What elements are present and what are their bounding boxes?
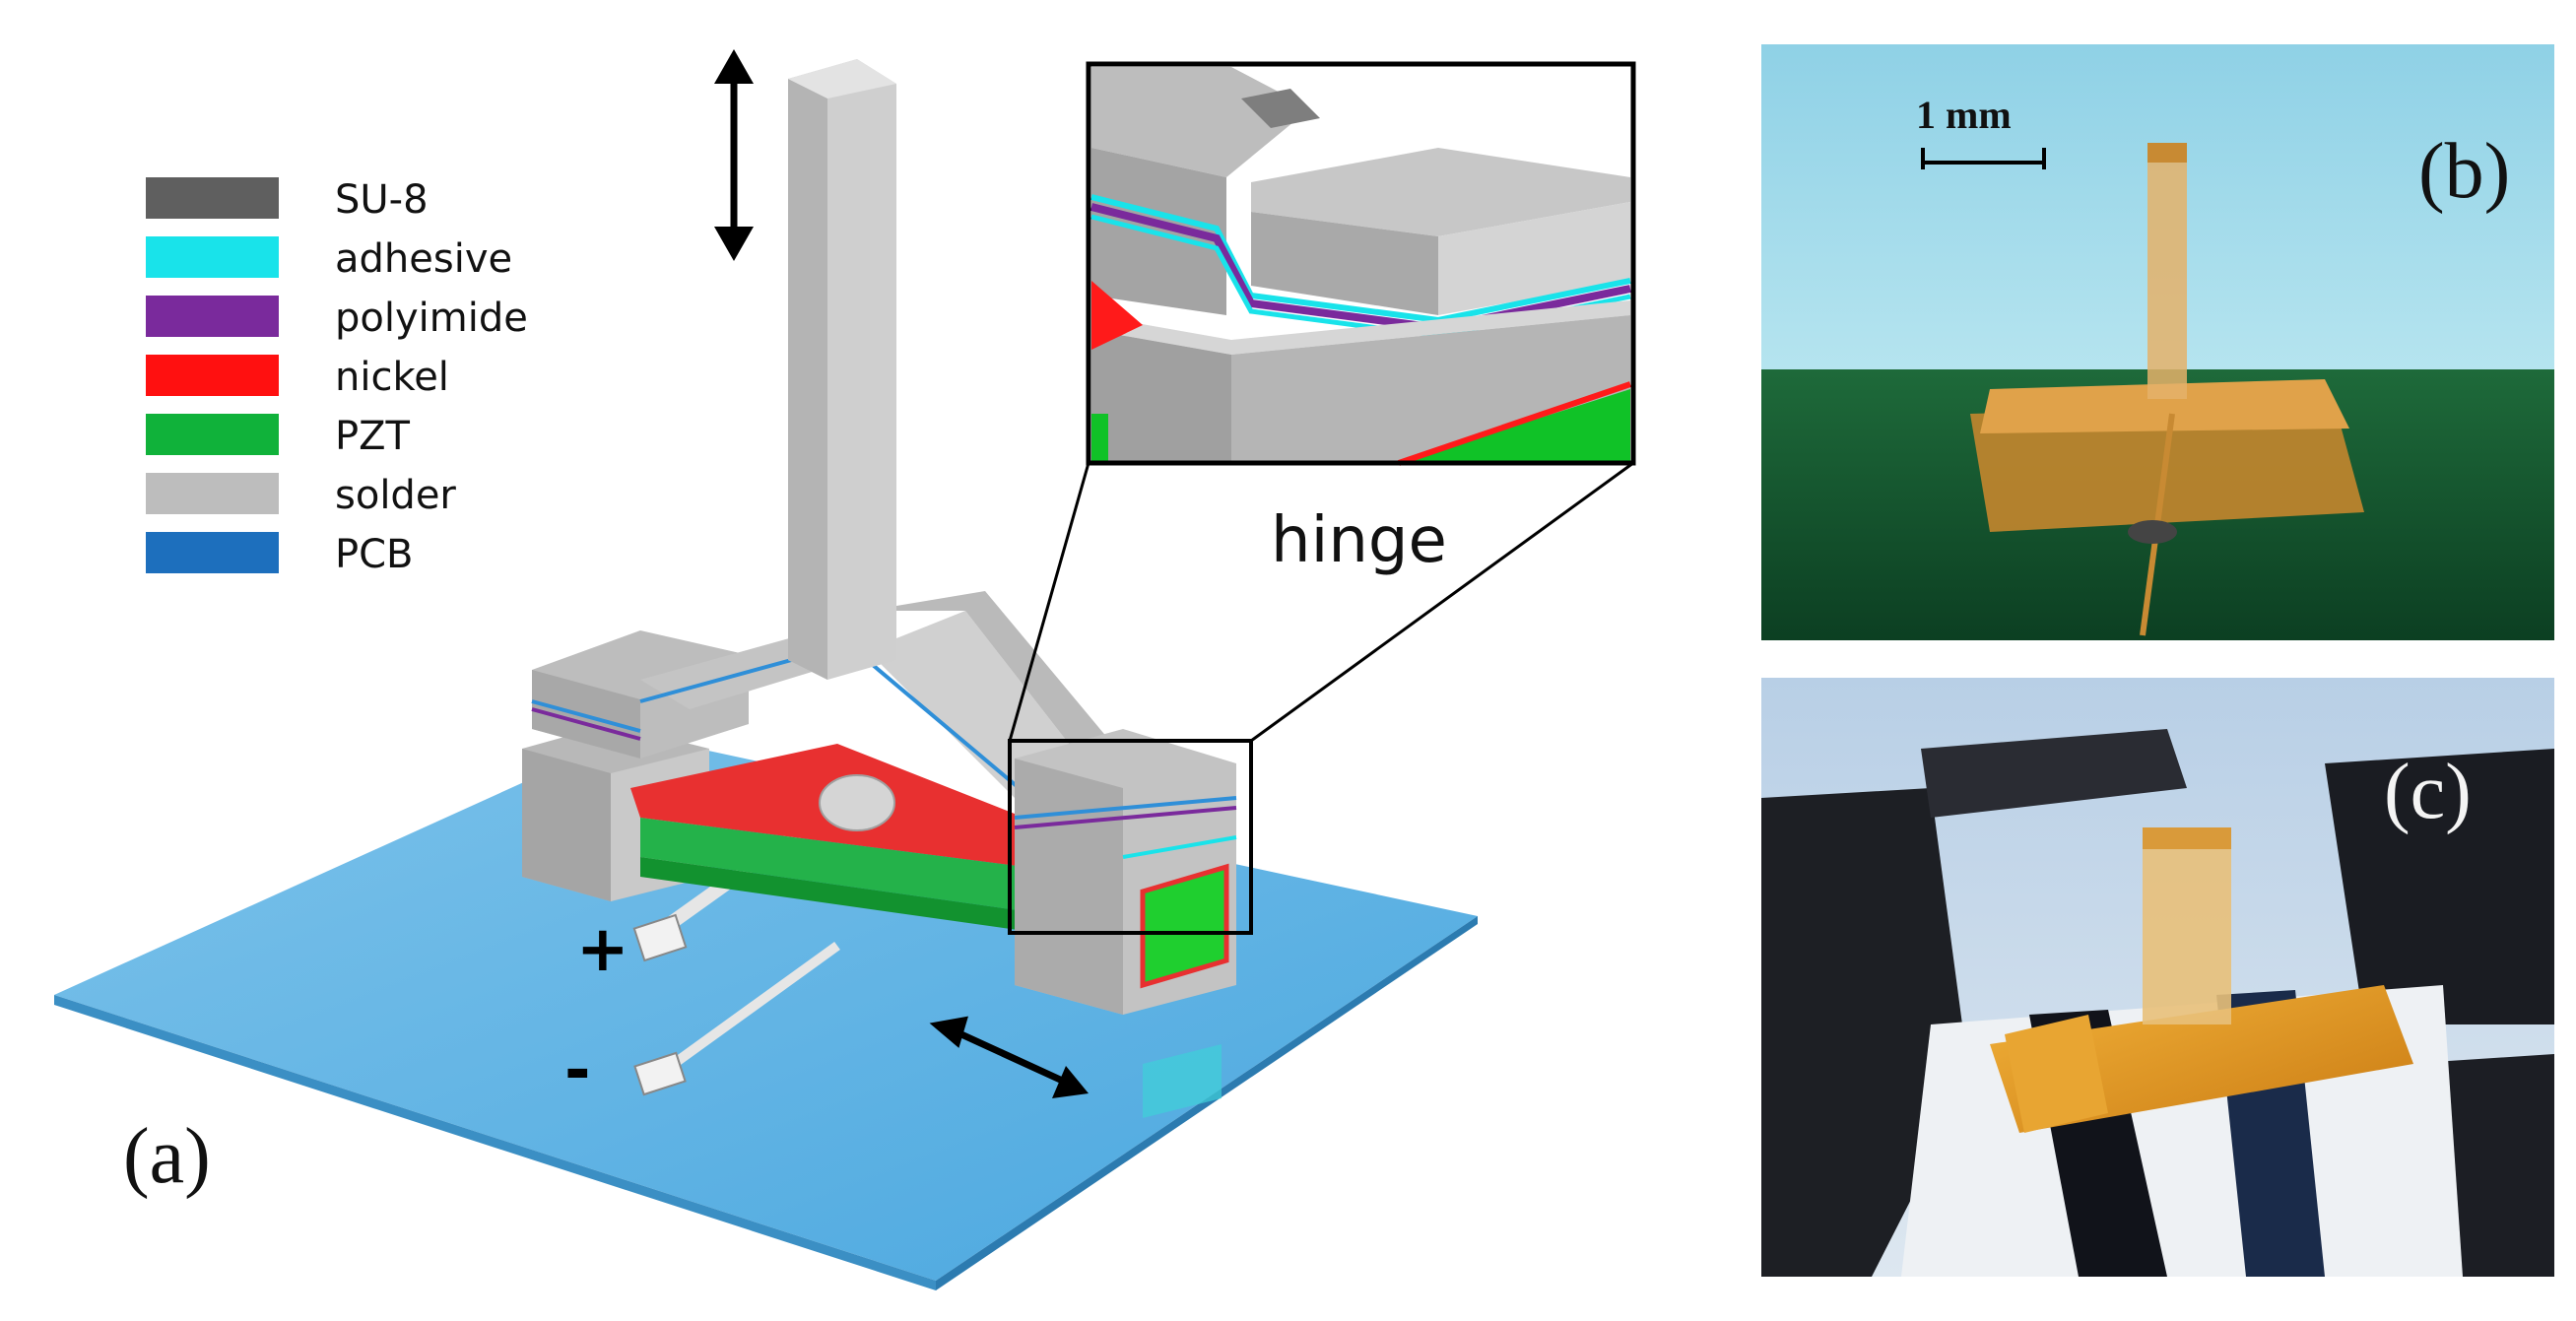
pcb-reflection: [1143, 1044, 1222, 1118]
positive-terminal-label: +: [576, 913, 629, 986]
inset-upper-arm: [1091, 67, 1310, 177]
photo-c: (c): [1761, 678, 2554, 1277]
pcb-board-edge: [54, 995, 936, 1290]
legend-label-nickel: nickel: [335, 355, 449, 400]
right-support-front: [1015, 759, 1123, 1015]
zoom-line-left: [1008, 462, 1090, 742]
panel-a-label: (a): [123, 1113, 211, 1200]
vertical-pillar-top: [788, 59, 896, 99]
legend-swatch-pzt: [146, 414, 279, 455]
scale-bar-label: 1 mm: [1916, 93, 2012, 137]
vertical-motion-arrow: [714, 49, 754, 261]
pcb-board-edge-right: [936, 916, 1478, 1290]
photo-b-pillar-top: [2147, 143, 2187, 163]
legend-label-pzt: PZT: [335, 414, 411, 459]
solder-dome: [819, 774, 895, 831]
left-block-polyimide: [531, 707, 641, 741]
photo-c-pillar-top: [2143, 827, 2231, 849]
hinge-zoom-box: [1008, 739, 1253, 935]
zoom-line-right: [1250, 461, 1634, 743]
photo-b-pillar: [2147, 148, 2187, 399]
left-block-adhesive: [531, 699, 641, 733]
right-block-polyimide: [1014, 806, 1237, 829]
left-support-front: [522, 749, 611, 901]
photo-b-solder: [2128, 520, 2177, 544]
panel-c-label: (c): [2384, 749, 2472, 835]
photo-c-device-block: [2005, 1015, 2108, 1133]
photo-c-pillar: [2143, 832, 2231, 1024]
legend-swatch-adhesive: [146, 236, 279, 278]
legend-swatch-solder: [146, 473, 279, 514]
photo-c-back-rail: [1921, 729, 2187, 818]
inset-upper-notch: [1241, 89, 1320, 128]
inset-nickel: [1091, 281, 1143, 350]
legend-label-pcb: PCB: [335, 532, 414, 577]
hinge-inset: hinge: [1086, 61, 1636, 577]
legend-swatch-polyimide: [146, 296, 279, 337]
horizontal-motion-arrow: [929, 1016, 1089, 1098]
legend-swatch-nickel: [146, 355, 279, 396]
pzt-layer-bottom: [640, 857, 1024, 931]
inset-right-block-top: [1251, 148, 1630, 236]
device-diagram: + - (a): [54, 49, 1634, 1290]
pzt-layer-top: [640, 818, 1024, 911]
right-pzt-face: [1140, 863, 1229, 989]
inset-nickel-edge: [1398, 381, 1631, 466]
panel-b-label: (b): [2418, 128, 2510, 215]
negative-trace: [657, 941, 840, 1079]
legend-label-adhesive: adhesive: [335, 236, 512, 282]
photo-c-right-clamp: [2325, 749, 2554, 1024]
inset-lower-block-top: [1091, 300, 1630, 355]
hinge-label: hinge: [1271, 504, 1447, 577]
legend-swatch-pcb: [146, 532, 279, 573]
negative-terminal-label: -: [564, 1034, 591, 1107]
vertical-pillar-front: [788, 79, 827, 680]
right-block-adhesive-2: [1122, 835, 1237, 859]
right-block-adhesive: [1014, 796, 1237, 820]
legend-label-su8: SU-8: [335, 177, 429, 223]
legend-swatch-su8: [146, 177, 279, 219]
inset-frame-overlay: [1086, 61, 1636, 466]
inset-right-block-front: [1251, 212, 1438, 315]
inset-lower-block: [1091, 330, 1231, 463]
legend-label-solder: solder: [335, 473, 456, 518]
photo-b: 1 mm (b): [1761, 44, 2554, 640]
inset-pzt-left: [1091, 414, 1108, 463]
photo-b-platform: [1980, 379, 2349, 433]
inset-right-block-side: [1438, 202, 1630, 315]
positive-pad: [632, 913, 688, 962]
negative-pad: [633, 1051, 687, 1096]
legend-label-polyimide: polyimide: [335, 296, 528, 341]
material-legend: SU-8 adhesive polyimide nickel PZT solde…: [146, 177, 528, 577]
